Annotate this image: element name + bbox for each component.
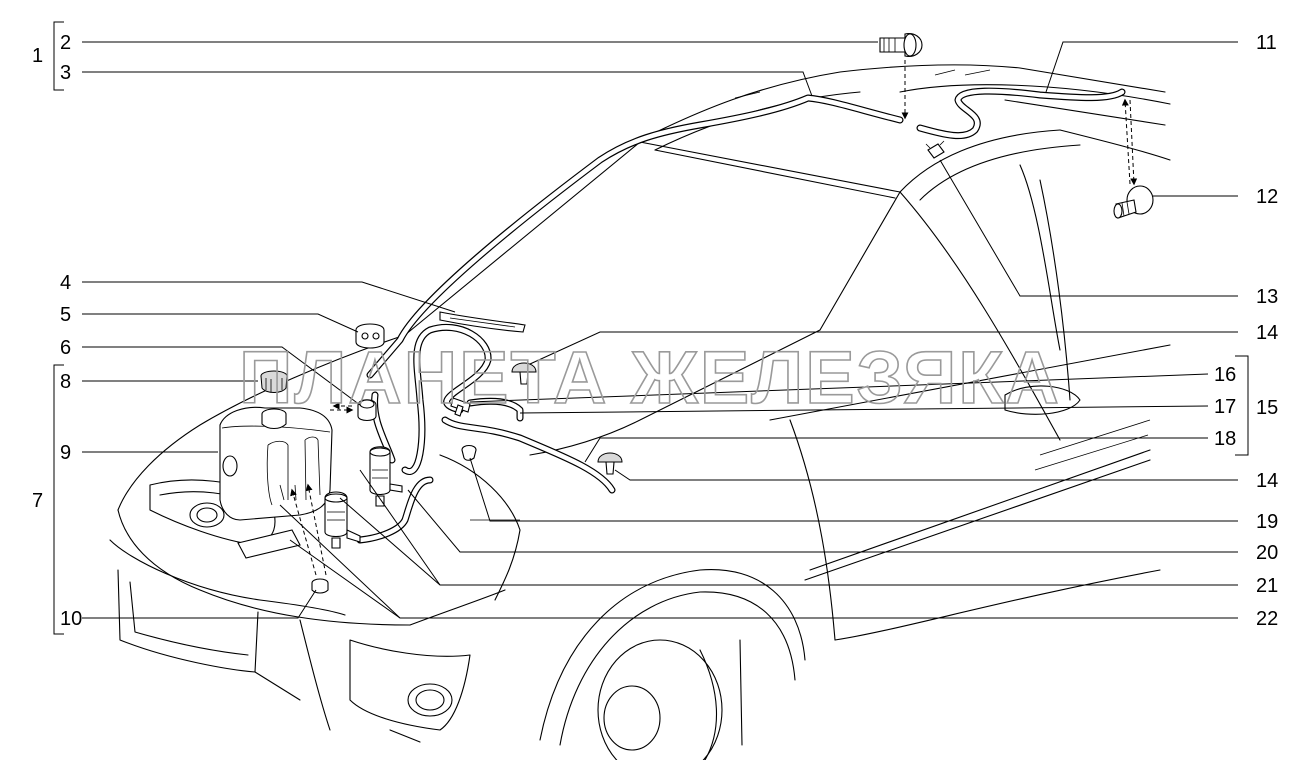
label-20: 20 [1256,542,1278,564]
washer-reservoir [219,406,333,521]
label-13: 13 [1256,286,1278,308]
windscreen-jet-left [511,362,537,385]
grommet [355,323,385,349]
watermark-text: ПЛАНЕТА ЖЕЛЕЗЯКА [239,336,1061,419]
label-15: 15 [1256,397,1278,419]
car-body-outline [109,64,1171,760]
grouping-brackets [53,21,1249,635]
label-10: 10 [60,608,82,630]
label-7: 7 [32,490,43,512]
label-16: 16 [1214,364,1236,386]
reservoir-cap [260,370,288,393]
label-5: 5 [60,304,71,326]
hose-clip [925,140,945,159]
label-21: 21 [1256,575,1278,597]
rear-washer-jet [1113,185,1154,219]
pump-grommet [357,399,377,422]
label-6: 6 [60,337,71,359]
windscreen-jet-right [597,452,623,475]
callout-labels: 1 2 3 4 5 6 7 8 9 10 11 12 13 14 15 16 1… [32,32,1278,630]
label-22: 22 [1256,608,1278,630]
leader-lines [82,41,1238,619]
label-1: 1 [32,45,43,67]
label-11: 11 [1256,32,1277,54]
info-plate [237,529,301,559]
label-12: 12 [1256,186,1278,208]
rear-washer-nozzle [879,33,923,57]
washer-pump-front [369,446,403,507]
assembly-arrows [290,60,1138,576]
mounting-bolt [311,578,329,594]
label-19: 19 [1256,511,1278,533]
label-3: 3 [60,62,71,84]
washer-hoses [356,87,1126,544]
label-17: 17 [1214,396,1236,418]
label-14-top: 14 [1256,322,1278,344]
tee-connector [450,397,471,417]
label-8: 8 [60,371,71,393]
hose-plug [461,444,477,461]
label-14-bottom: 14 [1256,470,1278,492]
label-4: 4 [60,272,71,294]
label-2: 2 [60,32,71,54]
label-9: 9 [60,442,71,464]
label-18: 18 [1214,428,1236,450]
washer-pump-rear [324,491,361,549]
